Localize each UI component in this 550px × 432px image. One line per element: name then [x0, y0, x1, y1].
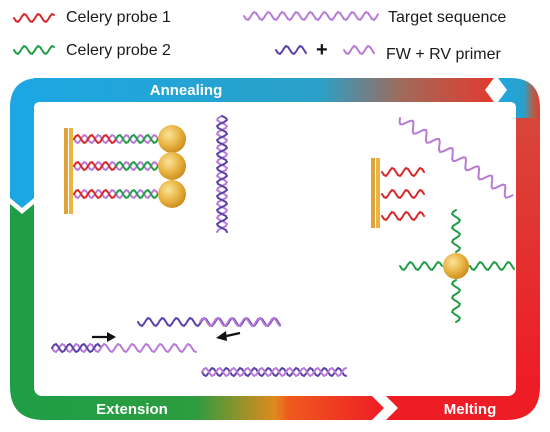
cycle-frame: [10, 78, 540, 420]
probe2-strand: [450, 209, 462, 253]
probe1-bar: [371, 158, 375, 228]
rv-primer-arrow: [216, 331, 241, 341]
extension-corner-left: [10, 368, 44, 420]
target-swatch: [243, 10, 379, 22]
probe1-anchor-bar: [64, 128, 68, 214]
probe1-strand: [73, 133, 117, 145]
rv-primer-legend-swatch: [343, 44, 375, 56]
probe1-legend-swatch: [13, 12, 55, 24]
probe2-strand: [115, 133, 159, 145]
template-strand-bottom: [51, 342, 197, 354]
gold-nanoparticle: [158, 152, 186, 180]
annealing-band: [34, 78, 494, 102]
melting-label: Melting: [444, 401, 497, 418]
probe2-legend-swatch: [13, 44, 55, 56]
new-duplex-b: [201, 366, 347, 378]
primers-legend-label: FW + RV primer: [386, 46, 502, 63]
free-target-strand: [398, 117, 514, 199]
target-strand-a: [215, 115, 229, 233]
probe1-anchor-bar-2: [69, 128, 73, 214]
melting-band: [386, 380, 540, 420]
rv-primer-swatch: [343, 44, 375, 56]
probe1-strand: [381, 188, 425, 200]
extension-label: Extension: [96, 401, 168, 418]
probe1-swatch: [13, 12, 55, 24]
target-legend-swatch: [243, 10, 379, 22]
fw-primer-swatch: [275, 44, 307, 56]
probe1-bar-2: [376, 158, 380, 228]
legend: Celery probe 1 Celery probe 2 Target seq…: [13, 9, 506, 63]
target-legend-label: Target sequence: [388, 9, 506, 26]
probe2-legend-label: Celery probe 2: [66, 42, 171, 59]
probe2-strand: [450, 279, 462, 323]
gold-nanoparticle: [443, 253, 469, 279]
target-strand-b: [215, 115, 229, 233]
plus-sign: +: [316, 39, 328, 61]
extension-band: [42, 396, 384, 420]
probe2-on-bead: [399, 209, 515, 323]
probe1-strand: [381, 166, 425, 178]
probe2-swatch: [13, 44, 55, 56]
probe2-strand: [399, 260, 443, 272]
annealing-corner-right: [498, 78, 540, 120]
gold-nanoparticle: [158, 180, 186, 208]
probe1-strand: [381, 210, 425, 222]
right-band: [516, 118, 540, 382]
fw-primer-legend-swatch: [275, 44, 307, 56]
fw-primer-arrow: [92, 332, 116, 342]
hybridised-strands: [73, 133, 159, 200]
annealed-probe-complex: [64, 125, 186, 214]
primer-strand-bottom: [51, 342, 101, 354]
gold-nanoparticle: [158, 125, 186, 153]
probe2-strand: [469, 260, 515, 272]
probe1-legend-label: Celery probe 1: [66, 9, 171, 26]
extension-strands: [51, 316, 347, 378]
probe1-strand: [73, 188, 117, 200]
cycle-inner-area: [34, 102, 516, 396]
probe1-strand: [73, 160, 117, 172]
free-target-strand: [398, 117, 514, 199]
annealing-label: Annealing: [150, 82, 223, 99]
probe1-on-bar: [371, 158, 425, 228]
new-duplex-a: [201, 366, 347, 378]
left-band: [10, 118, 34, 208]
target-duplex-vertical: [215, 115, 229, 233]
annealing-corner-left: [10, 78, 40, 120]
left-band-lower: [10, 204, 34, 370]
probe2-strand: [115, 188, 159, 200]
template-strand-top-b: [199, 316, 281, 328]
probe2-strand: [115, 160, 159, 172]
